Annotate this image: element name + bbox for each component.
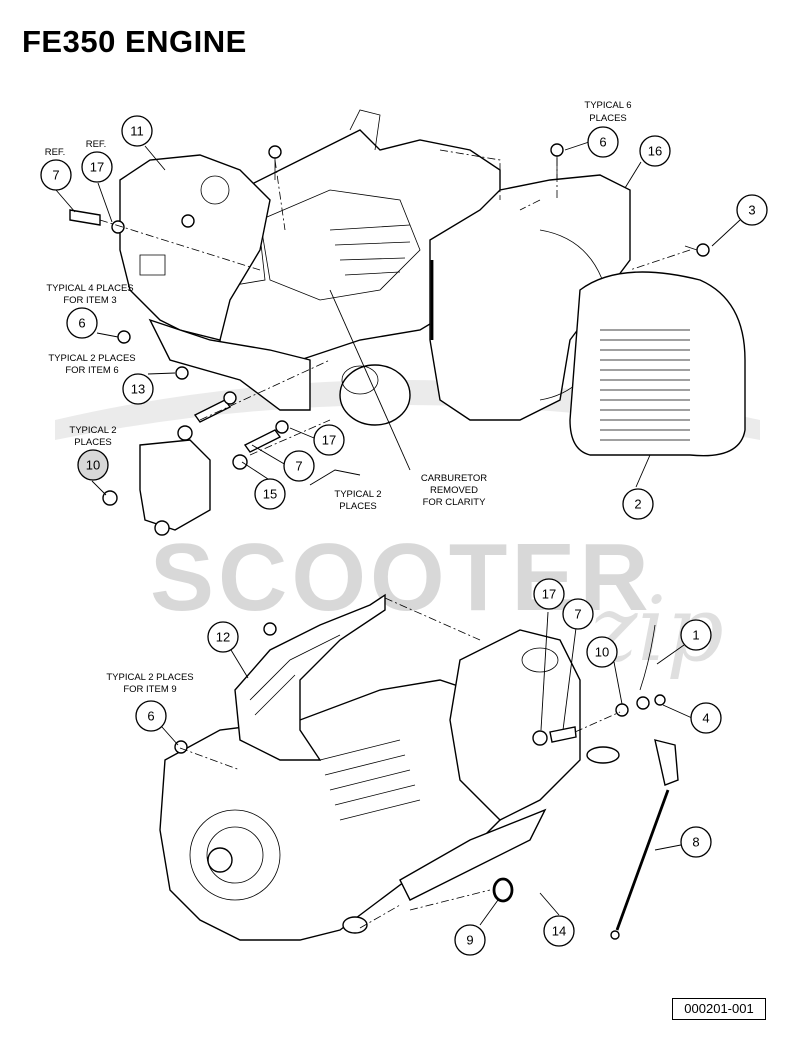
svg-text:8: 8 [692,835,699,850]
callout-17-ref: 17 [81,151,113,183]
callout-4: 4 [690,702,722,734]
svg-text:6: 6 [599,135,606,150]
svg-text:6: 6 [147,709,154,724]
figure-id-label: 000201-001 [672,998,766,1020]
callout-7-ref: 7 [40,159,72,191]
page-title: FE350 ENGINE [22,24,247,59]
callout-6-top: 6 [587,126,619,158]
svg-text:12: 12 [216,630,230,645]
note-carburetor-line2: REMOVED [430,485,478,496]
bracket-plate [148,318,311,411]
callout-13: 13 [122,373,154,405]
dipstick-tube [492,746,620,903]
svg-text:14: 14 [552,924,566,939]
svg-text:11: 11 [130,124,144,139]
note-ref-17: REF. [86,139,107,150]
callout-11: 11 [121,115,153,147]
note-typical-2-left-line2: PLACES [74,437,112,448]
note-typical-6-line1: TYPICAL 6 [584,100,631,111]
head-shroud [449,629,581,821]
note-typical-2-item9-line2: FOR ITEM 9 [123,684,176,695]
note-typical-6-line2: PLACES [589,113,627,124]
callout-10-left: 10 [77,449,109,481]
svg-text:17: 17 [542,587,556,602]
note-typical-2-item9-line1: TYPICAL 2 PLACES [106,672,193,683]
callout-8: 8 [680,826,712,858]
callout-3: 3 [736,194,768,226]
svg-text:10: 10 [86,458,100,473]
callout-1: 1 [680,619,712,651]
upper-fasteners [69,143,710,470]
callout-6-left: 6 [66,307,98,339]
callout-9: 9 [454,924,486,956]
note-typical-4-line1: TYPICAL 4 PLACES [46,283,133,294]
valve-cover-plate [119,154,271,341]
callouts: 7 17 11 6 16 3 6 13 10 17 7 15 2 12 17 7… [40,115,768,956]
note-carburetor-line1: CARBURETOR [421,473,487,484]
callout-15: 15 [254,478,286,510]
svg-text:15: 15 [263,487,277,502]
svg-text:2: 2 [634,497,641,512]
callout-7-mid: 7 [283,450,315,482]
note-typical-4-line2: FOR ITEM 3 [63,295,116,306]
callout-12: 12 [207,621,239,653]
callout-17-bottom: 17 [533,578,565,610]
note-carburetor-line3: FOR CLARITY [423,497,486,508]
callout-6-bottom: 6 [135,700,167,732]
svg-text:4: 4 [702,711,709,726]
note-typical-2-left-line1: TYPICAL 2 [69,425,116,436]
cylinder-baffle [174,593,386,761]
note-ref-7: REF. [45,147,66,158]
callout-7-bottom: 7 [562,598,594,630]
svg-text:1: 1 [692,628,699,643]
callout-17-mid: 17 [313,424,345,456]
svg-text:10: 10 [595,645,609,660]
svg-text:7: 7 [52,168,59,183]
annotation-notes: REF. REF. TYPICAL 6 PLACES TYPICAL 4 PLA… [45,100,632,695]
svg-text:17: 17 [90,160,104,175]
callout-2: 2 [622,488,654,520]
leader-lines [55,141,741,926]
svg-text:13: 13 [131,382,145,397]
note-typical-2-mid-line2: PLACES [339,501,377,512]
upper-alignment-lines [99,149,691,456]
svg-text:7: 7 [295,459,302,474]
callout-16: 16 [639,135,671,167]
lower-baffle-plate [399,808,547,901]
rotating-screen-shroud [569,271,746,457]
callout-14: 14 [543,915,575,947]
callout-10-bottom: 10 [586,636,618,668]
svg-text:6: 6 [78,316,85,331]
svg-text:7: 7 [574,607,581,622]
ignition-module [102,439,211,536]
lower-alignment-lines [179,597,621,929]
svg-text:16: 16 [648,144,662,159]
svg-text:17: 17 [322,433,336,448]
dipstick [610,739,679,940]
note-typical-2-mid-line1: TYPICAL 2 [334,489,381,500]
svg-text:3: 3 [748,203,755,218]
svg-text:9: 9 [466,933,473,948]
note-typical-2-item6-line2: FOR ITEM 6 [65,365,118,376]
note-typical-2-item6-line1: TYPICAL 2 PLACES [48,353,135,364]
